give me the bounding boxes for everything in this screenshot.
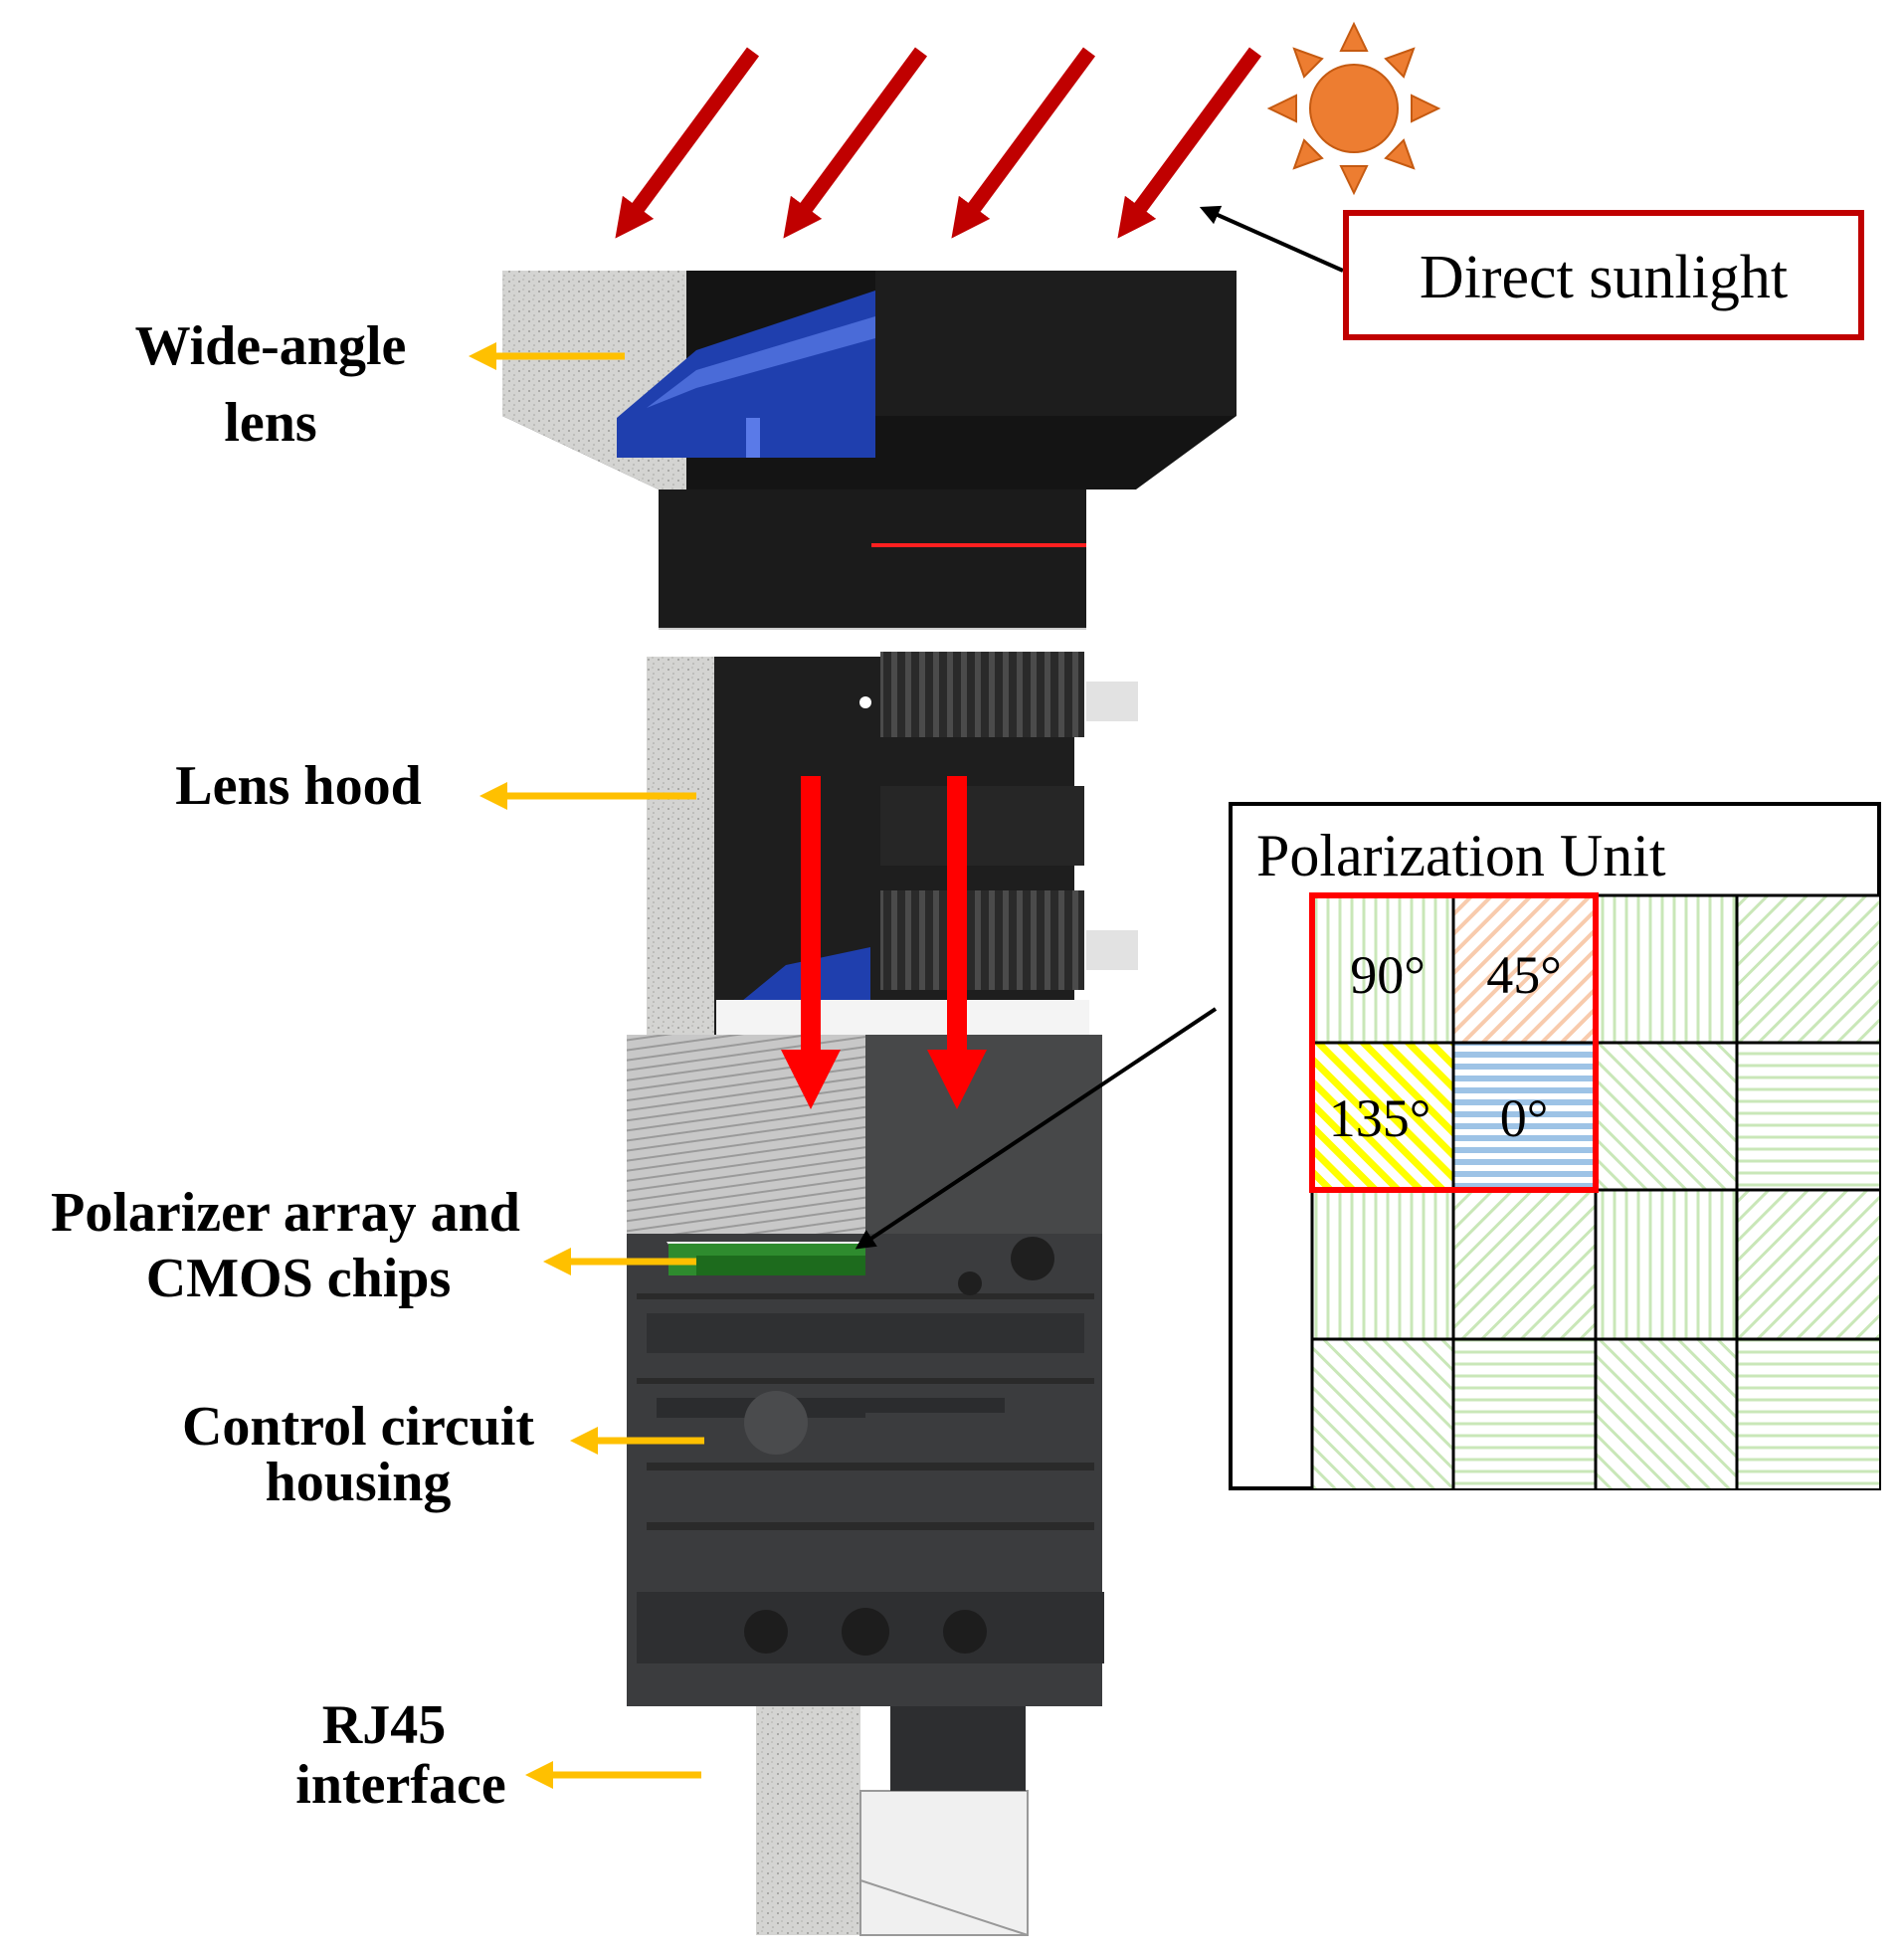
pixel-cell — [1312, 1339, 1453, 1488]
pixel-grid — [1309, 892, 1879, 1488]
sun-ray-arrow — [951, 47, 1096, 239]
camera-housing — [627, 1035, 1104, 1706]
rj45-connector — [756, 1706, 1029, 1936]
pixel-cell — [1596, 1339, 1737, 1488]
polarization-unit-panel: Polarization Unit — [855, 802, 1881, 1490]
pixel-cell — [1312, 1190, 1453, 1339]
angle-135-label: 135° — [1329, 1088, 1431, 1148]
pixel-cell — [1596, 1043, 1737, 1190]
rj45-label-line2: interface — [295, 1754, 505, 1816]
pixel-cell — [1596, 895, 1737, 1043]
sun-icon — [1266, 21, 1441, 196]
super-pixel-highlight — [1309, 892, 1599, 1193]
polarizer-label-line1: Polarizer array and — [51, 1182, 520, 1244]
camera-assembly — [502, 271, 1237, 1936]
polarization-unit-title: Polarization Unit — [1256, 823, 1666, 888]
angle-0-label: 0° — [1500, 1088, 1549, 1148]
sunlight-rays — [615, 47, 1262, 239]
wide-angle-label-line2: lens — [224, 392, 316, 454]
pixel-cell — [1737, 1339, 1879, 1488]
control-label-line2: housing — [266, 1452, 452, 1513]
pixel-cell — [1453, 1190, 1596, 1339]
sun-ray-arrow — [615, 47, 760, 239]
sun-ray-arrow — [783, 47, 928, 239]
rj45-label-line1: RJ45 — [322, 1694, 446, 1756]
pixel-cell — [1737, 1043, 1879, 1190]
direct-sunlight-callout: Direct sunlight — [1199, 205, 1864, 340]
control-label-line1: Control circuit — [182, 1396, 534, 1458]
pixel-cell — [1596, 1190, 1737, 1339]
pixel-45 — [1453, 895, 1596, 1043]
component-labels: Wide-angle lens Lens hood Polarizer arra… — [51, 315, 704, 1816]
pixel-cell — [1737, 895, 1879, 1043]
lens-barrel — [647, 489, 1138, 1045]
wide-angle-lens-ring — [502, 271, 1237, 489]
angle-90-label: 90° — [1350, 945, 1426, 1005]
pixel-90 — [1312, 895, 1453, 1043]
pixel-cell — [1737, 1190, 1879, 1339]
callout-box — [1343, 210, 1864, 340]
lens-hood-label: Lens hood — [175, 755, 421, 817]
direct-sunlight-text: Direct sunlight — [1420, 244, 1788, 311]
wide-angle-label-line1: Wide-angle — [135, 315, 407, 377]
pixel-135 — [1312, 1043, 1453, 1190]
callout-pointer-arrow — [1199, 205, 1344, 273]
angle-45-label: 45° — [1486, 945, 1562, 1005]
polarizer-label-line2: CMOS chips — [146, 1248, 452, 1309]
sun-ray-arrow — [1117, 47, 1262, 239]
panel-pointer-arrow — [855, 1007, 1218, 1250]
pixel-0 — [1453, 1043, 1596, 1190]
pixel-cell — [1453, 1339, 1596, 1488]
